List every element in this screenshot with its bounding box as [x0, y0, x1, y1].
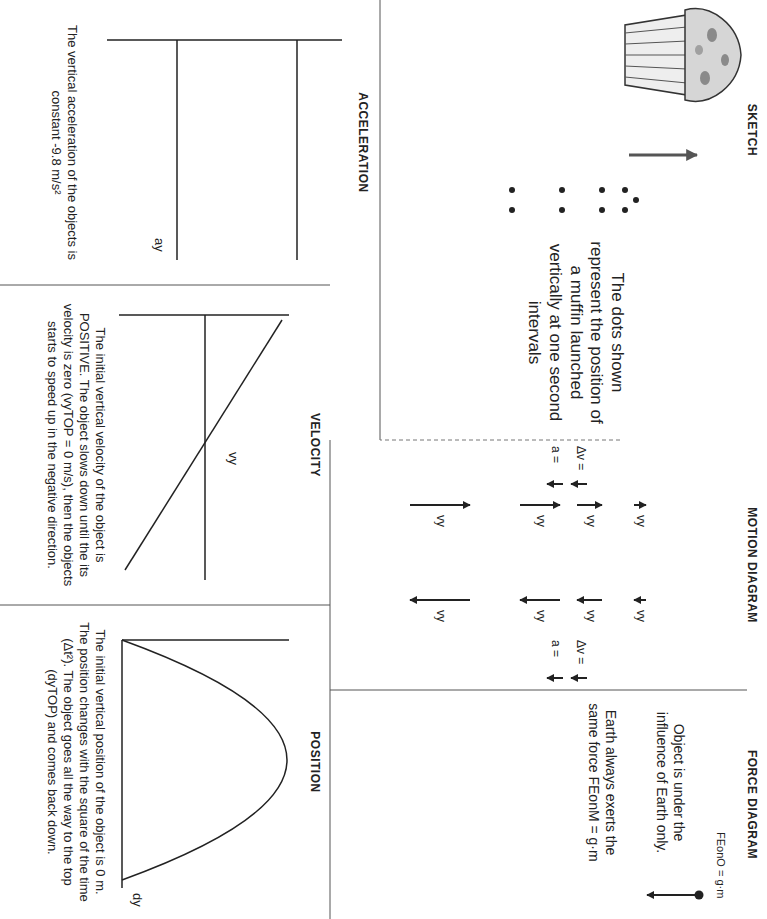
divider-line — [0, 285, 330, 286]
vector-label: Δv = — [574, 640, 588, 664]
panel-note: The vertical acceleration of the objects… — [48, 12, 80, 273]
panel-note: The initial vertical velocity of the obj… — [45, 295, 108, 595]
axis-label: ay — [151, 238, 167, 252]
panel-note: Object is under the influence of Earth o… — [653, 700, 687, 865]
acceleration-graph — [107, 40, 342, 260]
launch-arrow — [629, 154, 697, 157]
position-dots — [509, 187, 639, 213]
axis-label: dy — [129, 893, 145, 907]
axis-label: vy — [225, 452, 241, 465]
vector-label: vy — [434, 515, 448, 527]
vector-label: a = — [549, 640, 563, 657]
panel-note: Earth always exerts the same force FEonM… — [585, 700, 619, 865]
panel-heading: FORCE DIAGRAM — [744, 690, 759, 919]
vector-label: vy — [584, 610, 598, 622]
vector-label: vy — [534, 515, 548, 527]
motion-panel: MOTION DIAGRAM — [330, 440, 767, 690]
vector-label: vy — [534, 610, 548, 622]
panel-note: The initial vertical position of the obj… — [45, 617, 108, 907]
change-vectors — [547, 484, 587, 678]
divider-line — [330, 440, 331, 919]
panel-heading: ACCELERATION — [355, 0, 370, 285]
divider-line — [380, 440, 620, 441]
vector-label: vy — [434, 610, 448, 622]
velocity-vectors — [410, 505, 646, 600]
vector-label: a = — [549, 446, 563, 463]
divider-line — [0, 605, 330, 606]
muffin-picture — [625, 9, 741, 102]
object-dot — [695, 891, 704, 900]
force-panel: FORCE DIAGRAM Object is under the influen… — [330, 690, 767, 919]
velocity-graph — [119, 315, 289, 580]
panel-heading: POSITION — [307, 605, 322, 919]
divider-line — [330, 690, 747, 691]
sketch-panel: SKETCH The dots shown represent the posit… — [380, 0, 767, 440]
panel-heading: SKETCH — [744, 0, 759, 260]
vector-label: vy — [634, 515, 648, 527]
force-arrow — [647, 894, 697, 896]
divider-line — [380, 0, 381, 440]
panel-note: The dots shown represent the position of… — [523, 235, 627, 430]
panel-heading: MOTION DIAGRAM — [744, 440, 759, 690]
acceleration-panel: ACCELERATION The vertical acceleration of… — [0, 0, 380, 285]
velocity-panel: VELOCITY The initial vertical velocity of… — [0, 285, 330, 605]
vector-label: vy — [584, 515, 598, 527]
position-graph — [122, 640, 289, 888]
panel-heading: VELOCITY — [307, 285, 322, 605]
force-label: FEonO = g·m — [714, 832, 727, 898]
vector-label: Δv = — [574, 446, 588, 470]
vector-label: vy — [634, 610, 648, 622]
position-panel: POSITION The initial vertical position of… — [0, 605, 330, 919]
